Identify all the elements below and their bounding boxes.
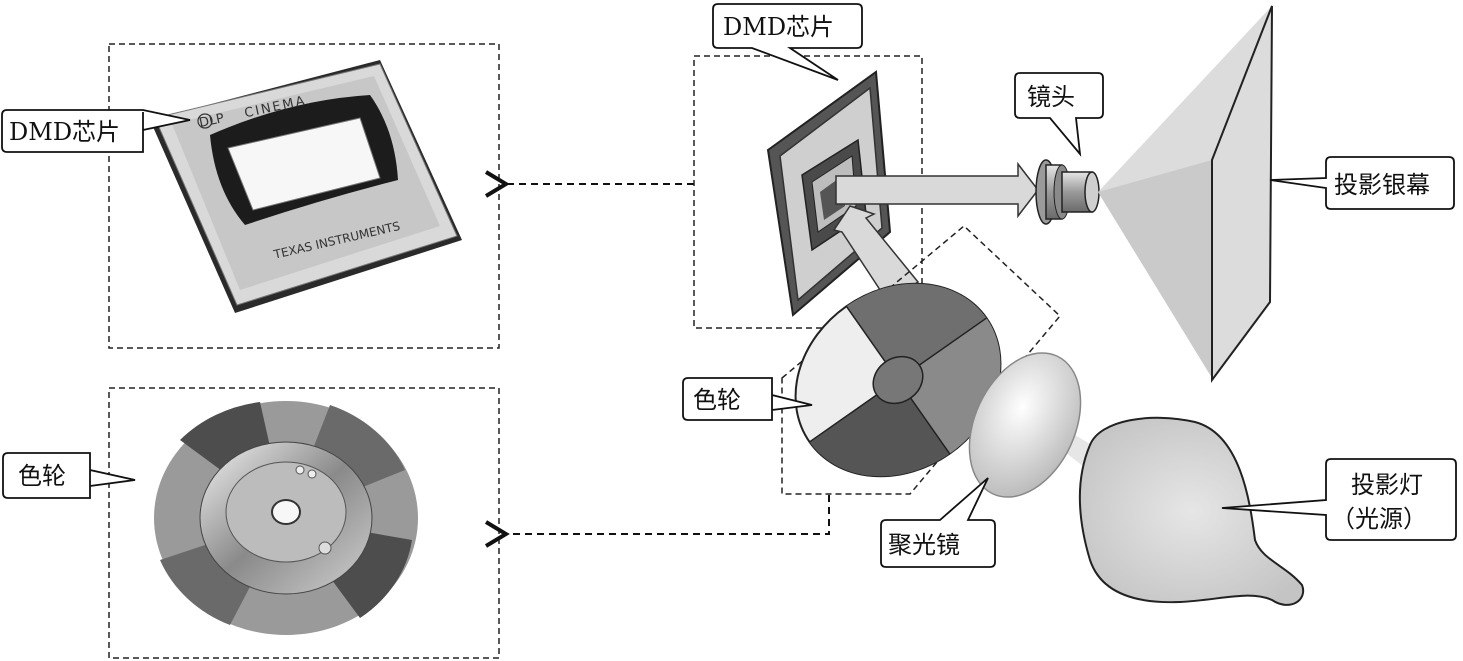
lens-callout: 镜头 [1014, 72, 1104, 157]
dmd-chip-photo: DLP CINEMA TEXAS INSTRUMENTS [150, 60, 462, 313]
wheel-connector-arrow [484, 495, 830, 548]
condenser-label: 聚光镜 [888, 531, 960, 559]
projection-screen [1098, 5, 1273, 384]
screen-surface [1211, 5, 1273, 384]
wheel-diagram-label: 色轮 [693, 386, 741, 414]
projection-lamp [1078, 416, 1305, 606]
lens-label: 镜头 [1027, 83, 1075, 111]
screen-callout: 投影银幕 [1269, 156, 1455, 210]
dmd-photo-callout: DMD芯片 [1, 109, 191, 153]
dmd-diagram-callout: DMD芯片 [712, 3, 863, 81]
wheel-photo-panel: 色轮 [2, 387, 500, 659]
condenser-lens [968, 352, 1082, 498]
projection-lens [1035, 159, 1100, 225]
dlp-logo-text: DLP [198, 111, 226, 131]
lamp-callout: 投影灯 （光源） [1221, 458, 1457, 541]
wheel-diagram-callout: 色轮 [682, 377, 813, 421]
dmd-diagram-label: DMD芯片 [723, 13, 834, 41]
wheel-photo-callout: 色轮 [2, 452, 136, 499]
condenser-callout: 聚光镜 [880, 477, 996, 568]
lamp-label-line1: 投影灯 [1351, 471, 1423, 499]
screen-label: 投影银幕 [1334, 171, 1430, 199]
dmd-to-lens-beam [835, 161, 1039, 219]
connector-arrows [484, 170, 830, 548]
lamp-label-line2: （光源） [1331, 505, 1427, 533]
color-wheel-photo [154, 401, 418, 635]
dmd-photo-label: DMD芯片 [9, 118, 120, 146]
dmd-photo-panel: DLP CINEMA TEXAS INSTRUMENTS DMD芯片 [1, 43, 500, 349]
wheel-diagram [781, 224, 1062, 495]
wheel-photo-label: 色轮 [18, 462, 66, 490]
dlp-logo-mark [197, 113, 213, 129]
